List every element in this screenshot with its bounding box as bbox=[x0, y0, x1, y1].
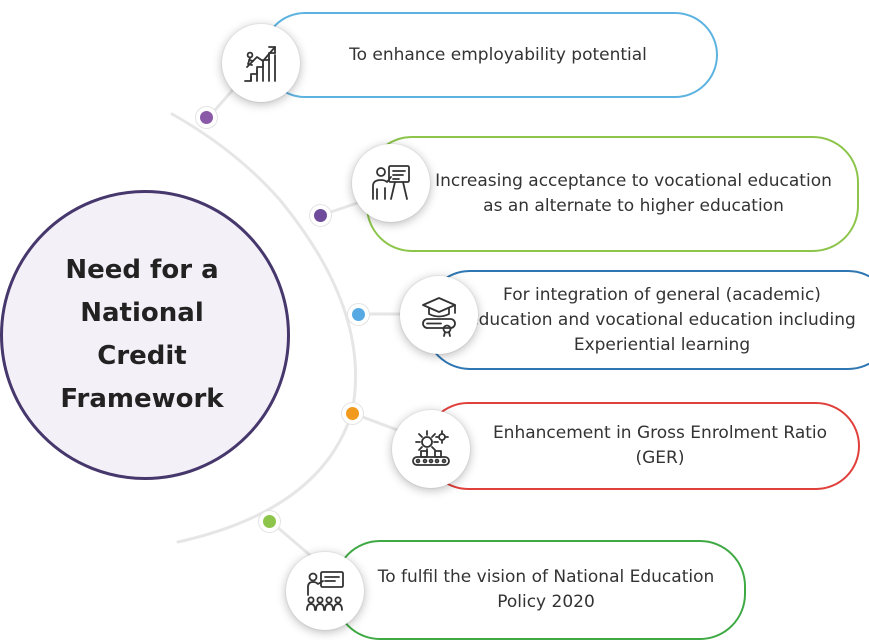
classroom-presentation-icon bbox=[306, 571, 344, 611]
item-text-5: To fulfil the vision of National Educati… bbox=[377, 567, 715, 612]
item-dot-2 bbox=[314, 209, 327, 222]
item-icon-badge-1 bbox=[222, 24, 300, 102]
item-pill-4: Enhancement in Gross Enrolment Ratio (GE… bbox=[424, 402, 860, 490]
item-pill-2: Increasing acceptance to vocational educ… bbox=[366, 136, 859, 252]
item-text-1: To enhance employability potential bbox=[349, 44, 647, 65]
item-text-3: For integration of general (academic) ed… bbox=[468, 284, 856, 355]
growth-stairs-icon bbox=[244, 46, 276, 82]
graduation-diploma-icon bbox=[422, 297, 456, 337]
connector-lines bbox=[206, 82, 426, 564]
item-text-4: Enhancement in Gross Enrolment Ratio (GE… bbox=[492, 423, 828, 468]
item-text-2: Increasing acceptance to vocational educ… bbox=[435, 171, 832, 216]
main-title: Need for a National Credit Framework bbox=[60, 255, 224, 414]
teacher-board-icon bbox=[372, 165, 410, 200]
item-dot-5 bbox=[263, 515, 276, 528]
item-icon-badge-2 bbox=[352, 144, 430, 222]
item-pill-1: To enhance employability potential bbox=[262, 12, 718, 98]
item-icon-badge-4 bbox=[392, 410, 470, 488]
item-dot-4 bbox=[346, 407, 359, 420]
gear-conveyor-icon bbox=[412, 430, 450, 466]
item-pill-5: To fulfil the vision of National Educati… bbox=[334, 540, 746, 640]
item-icon-badge-5 bbox=[286, 552, 364, 630]
arc-curve bbox=[170, 112, 358, 544]
main-topic-circle: Need for a National Credit Framework bbox=[0, 190, 290, 480]
item-dot-1 bbox=[200, 111, 213, 124]
item-icon-badge-3 bbox=[400, 276, 478, 354]
item-pill-3: For integration of general (academic) ed… bbox=[424, 270, 869, 370]
item-dot-3 bbox=[352, 308, 365, 321]
